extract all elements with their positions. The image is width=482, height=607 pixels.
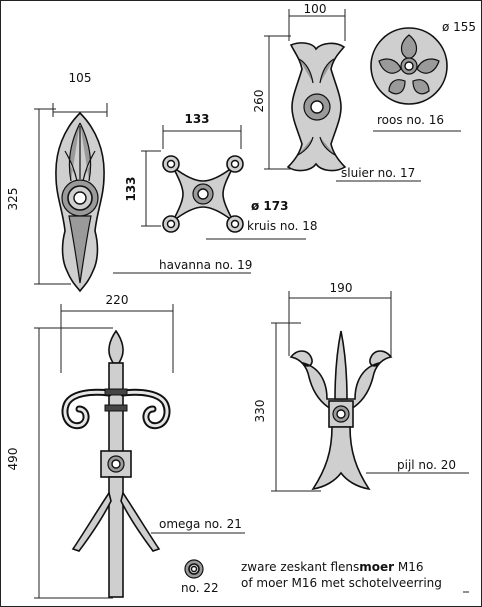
nut-description-line-2: of moer M16 met schotelveerring bbox=[241, 576, 442, 590]
nut-icon bbox=[184, 559, 204, 579]
roos-dimensions: ø 155 roos no. 16 bbox=[373, 20, 476, 132]
kruis-diameter: ø 173 bbox=[251, 199, 288, 213]
kruis-ornament bbox=[162, 155, 244, 233]
havanna-label: havanna no. 19 bbox=[159, 258, 252, 272]
pijl-dimensions: 190 330 pijl no. 20 bbox=[253, 281, 469, 492]
sluier-width: 100 bbox=[304, 2, 327, 16]
sluier-dimensions: 100 260 sluier no. 17 bbox=[252, 2, 421, 182]
pijl-width: 190 bbox=[330, 281, 353, 295]
omega-height: 490 bbox=[6, 448, 20, 471]
pijl-label: pijl no. 20 bbox=[397, 458, 456, 472]
omega-dimensions: 220 490 omega no. 21 bbox=[6, 293, 245, 599]
omega-ornament bbox=[61, 329, 171, 598]
kruis-dimensions: 133 133 ø 173 kruis no. 18 bbox=[124, 112, 318, 240]
sluier-height: 260 bbox=[252, 90, 266, 113]
omega-width: 220 bbox=[106, 293, 129, 307]
kruis-height: 133 bbox=[124, 176, 138, 201]
nut-label: no. 22 bbox=[181, 581, 219, 595]
roos-diameter: ø 155 bbox=[442, 20, 476, 34]
havanna-ornament bbox=[55, 111, 105, 293]
sluier-ornament bbox=[286, 42, 347, 172]
kruis-label: kruis no. 18 bbox=[247, 219, 318, 233]
havanna-width: 105 bbox=[69, 71, 92, 85]
kruis-width: 133 bbox=[184, 112, 209, 126]
havanna-dimensions: 105 325 havanna no. 19 bbox=[6, 71, 252, 285]
pijl-height: 330 bbox=[253, 400, 267, 423]
omega-label: omega no. 21 bbox=[159, 517, 242, 531]
roos-ornament bbox=[370, 27, 448, 105]
roos-label: roos no. 16 bbox=[377, 113, 444, 127]
nut-description-line-1: zware zeskant flensmoer M16 bbox=[241, 560, 424, 574]
havanna-height: 325 bbox=[6, 188, 20, 211]
sluier-label: sluier no. 17 bbox=[341, 166, 415, 180]
nut-annotation: no. 22 zware zeskant flensmoer M16 of mo… bbox=[181, 560, 469, 595]
pijl-ornament bbox=[289, 330, 393, 491]
